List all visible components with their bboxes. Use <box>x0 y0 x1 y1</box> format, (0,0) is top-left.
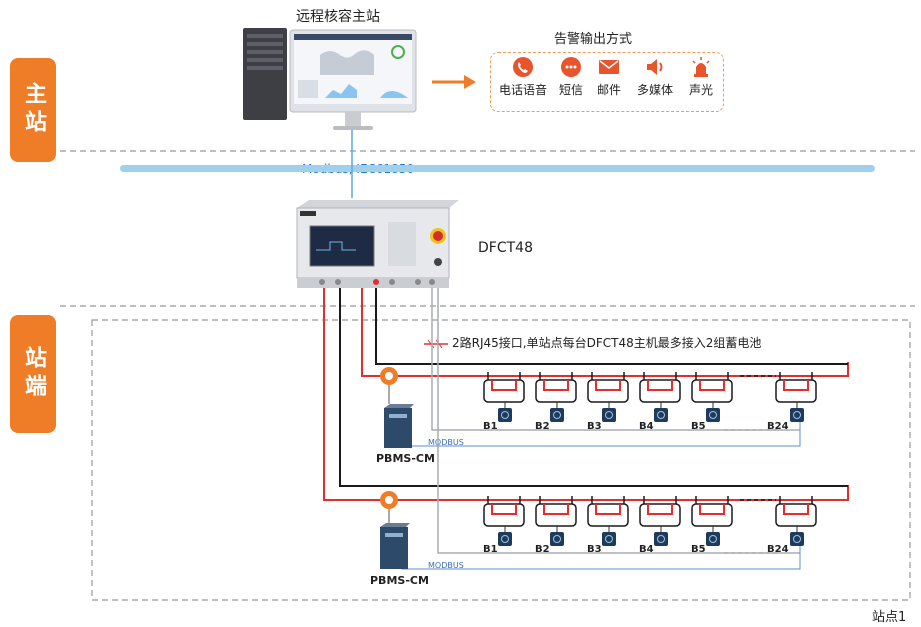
alarm-arrow-icon <box>432 75 476 89</box>
interface-note: 2路RJ45接口,单站点每台DFCT48主机最多接入2组蓄电池 <box>452 336 762 350</box>
phone-voice-icon <box>513 57 533 77</box>
site-label: 站点1 <box>872 610 907 625</box>
alarm-label-sms: 短信 <box>559 83 584 97</box>
battery-label: B4 <box>639 544 654 555</box>
alarm-light-icon <box>692 57 710 77</box>
group1-positive-wire <box>361 288 849 377</box>
battery-unit <box>691 496 733 546</box>
battery-unit <box>775 372 817 422</box>
group2-negative-wire <box>339 288 848 487</box>
station-boundary-box <box>91 319 911 601</box>
battery-label: B1 <box>483 544 498 555</box>
battery-unit <box>587 372 629 422</box>
alarm-output-box: 电话语音 短信 邮件 多媒体 声光 <box>490 52 724 112</box>
group2-modbus-wire <box>401 542 801 570</box>
battery-unit <box>535 372 577 422</box>
battery-label: B2 <box>535 544 550 555</box>
modbus-label-1: MODBUS <box>428 438 464 447</box>
battery-label: B4 <box>639 421 654 432</box>
pbms-cm-unit-icon <box>384 404 414 448</box>
alarm-item-multimedia: 多媒体 <box>637 56 673 98</box>
monitor-label-2: PBMS-CM <box>370 574 429 587</box>
master-station-tab: 主站 <box>10 58 56 162</box>
monitor-icon <box>289 29 417 130</box>
battery-unit <box>535 496 577 546</box>
battery-label: B5 <box>691 421 706 432</box>
battery-unit <box>639 372 681 422</box>
pbms-cm-unit-icon <box>380 523 410 569</box>
master-station-title: 远程核容主站 <box>296 9 380 25</box>
alarm-label-mail: 邮件 <box>597 83 622 97</box>
battery-unit <box>775 496 817 546</box>
alarm-item-mail: 邮件 <box>597 56 621 98</box>
dfct48-device-icon <box>296 200 459 288</box>
alarm-item-phone: 电话语音 <box>499 56 547 98</box>
modbus-label-2: MODBUS <box>428 561 464 570</box>
alarm-label-light: 声光 <box>689 83 714 97</box>
monitor-label-1: PBMS-CM <box>376 452 435 465</box>
battery-unit <box>483 372 525 422</box>
group2-sense-wire <box>437 288 800 554</box>
battery-unit <box>639 496 681 546</box>
battery-unit <box>691 372 733 422</box>
group1-modbus-wire <box>401 420 801 447</box>
server-icon <box>243 28 287 120</box>
battery-label: B1 <box>483 421 498 432</box>
current-sensor-icon <box>380 367 398 404</box>
group2-positive-wire <box>323 288 849 501</box>
rj45-icon <box>424 339 448 349</box>
current-sensor-icon <box>380 491 398 523</box>
alarm-label-phone: 电话语音 <box>499 83 548 97</box>
alarm-output-title: 告警输出方式 <box>554 32 633 47</box>
battery-label: B3 <box>587 544 602 555</box>
battery-label: B24 <box>767 544 789 555</box>
battery-unit <box>483 496 525 546</box>
sms-icon <box>561 57 581 77</box>
multimedia-icon <box>647 59 663 75</box>
mail-icon <box>599 60 619 74</box>
battery-unit <box>587 496 629 546</box>
battery-label: B2 <box>535 421 550 432</box>
battery-label: B24 <box>767 421 789 432</box>
alarm-item-sms: 短信 <box>559 56 583 98</box>
battery-label: B3 <box>587 421 602 432</box>
network-bus <box>120 165 875 172</box>
device-name: DFCT48 <box>478 240 533 256</box>
group1-sense-wire <box>431 288 800 431</box>
battery-label: B5 <box>691 544 706 555</box>
group1-negative-wire <box>375 288 848 365</box>
alarm-label-multimedia: 多媒体 <box>637 83 674 97</box>
alarm-item-light: 声光 <box>689 56 713 98</box>
station-side-tab: 站端 <box>10 315 56 433</box>
